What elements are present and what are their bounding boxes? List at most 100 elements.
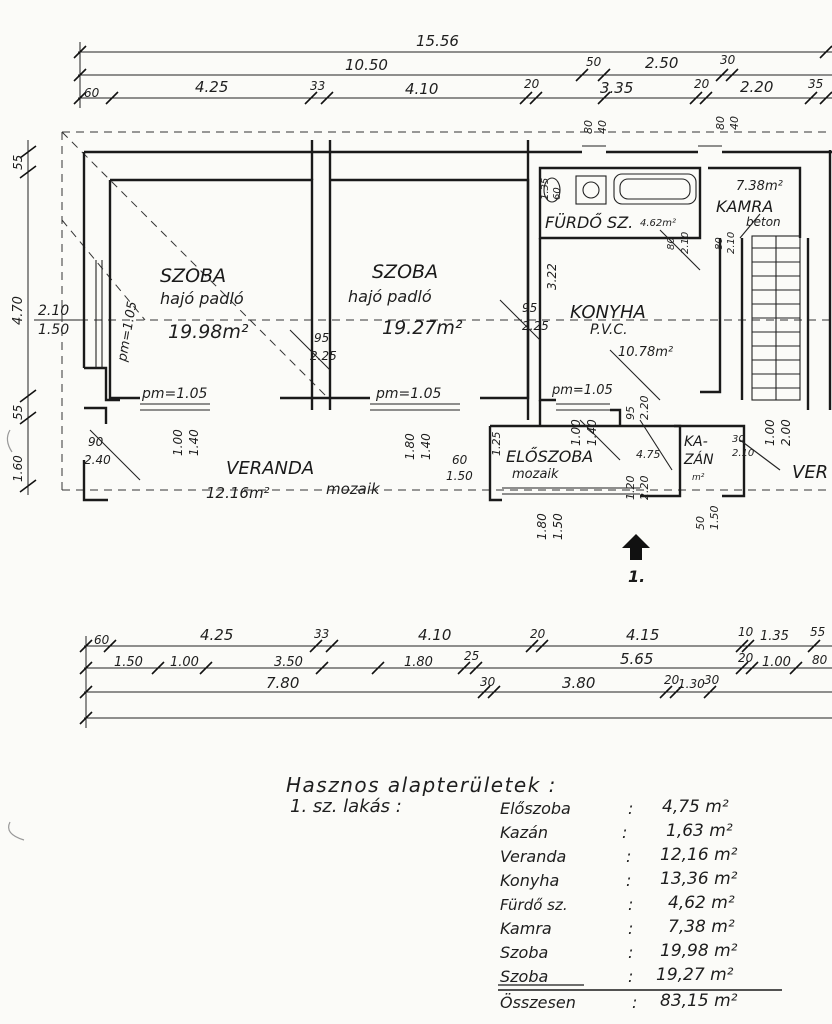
- summary-row-sep: :: [628, 943, 633, 962]
- punch-mark: [6, 429, 13, 453]
- dim-bot-55: 55: [810, 625, 825, 639]
- dim-60b: 60: [552, 187, 563, 200]
- left-dimension-chain: 55 4.70 2.10 1.50 55 1.60: [11, 140, 80, 495]
- summary-row: Kamra : 7,38 m²: [500, 917, 735, 938]
- summary-row-label: Veranda: [500, 847, 566, 866]
- dim-top-20a: 20: [524, 77, 540, 91]
- summary-row: Előszoba : 4,75 m²: [500, 797, 729, 818]
- summary-row-label: Kazán: [500, 823, 548, 842]
- walls: [82, 140, 832, 502]
- summary-row: Konyha : 13,36 m²: [500, 869, 738, 890]
- dim-bot-33: 33: [314, 627, 329, 641]
- dim-kamra-80: 80: [714, 237, 725, 250]
- summary-row-value: 19,98 m²: [660, 941, 738, 961]
- summary-row-value: 12,16 m²: [660, 845, 738, 865]
- dim-bot-7-80: 7.80: [266, 674, 299, 692]
- dim-40: 40: [596, 120, 609, 134]
- dim-bot-1-80: 1.80: [404, 655, 433, 670]
- dim-50: 50: [694, 516, 707, 530]
- top-ticks: [73, 45, 832, 105]
- dim-180a: 1.80: [403, 433, 417, 460]
- summary-row-sep: :: [622, 823, 627, 842]
- dim-100c: 1.00: [763, 419, 777, 446]
- summary-row-sep: :: [628, 799, 633, 818]
- roof-outline: [61, 131, 832, 491]
- dim-140c: 1.40: [585, 419, 599, 446]
- dim-240: 2.40: [84, 453, 111, 467]
- dim-120: 1.20: [624, 476, 637, 501]
- dim-30: 30: [732, 434, 745, 445]
- bath-fixtures: [543, 173, 697, 205]
- entrance-arrow-icon: [622, 534, 650, 560]
- room-floor: P.V.C.: [590, 322, 628, 338]
- summary-row: Veranda : 12,16 m²: [500, 845, 738, 866]
- dim-top-33: 33: [310, 79, 325, 93]
- dim-100a: 1.00: [171, 429, 185, 456]
- summary-total-sep: :: [632, 993, 637, 1012]
- dim-210: 2.10: [732, 448, 754, 459]
- room-floor: hajó padló: [348, 287, 432, 306]
- dim-bot-1-35: 1.35: [760, 629, 789, 644]
- dim-left-55b: 55: [11, 405, 25, 420]
- room-area: 10.78m²: [618, 345, 673, 360]
- summary-total-label: Összesen: [500, 993, 576, 1012]
- dim-100b: 1.00: [569, 419, 583, 446]
- summary-row-sep: :: [628, 895, 633, 914]
- summary-row-sep: :: [628, 919, 633, 938]
- room-szoba-1: SZOBA hajó padló 19.98m²: [160, 265, 249, 343]
- dim-bot-4-25: 4.25: [200, 626, 233, 644]
- dim-225b: 2.25: [522, 319, 549, 333]
- dim-bot-1-50: 1.50: [114, 655, 143, 670]
- room-furdo: FÜRDŐ SZ. 4.62m²: [545, 212, 676, 232]
- summary-row-label: Kamra: [500, 919, 552, 938]
- dim-180b: 1.80: [535, 513, 549, 540]
- room-area: 12.16m²: [206, 484, 270, 502]
- room-area: m²: [692, 473, 705, 483]
- dim-bot-80: 80: [812, 653, 828, 667]
- dim-bot-1-00: 1.00: [170, 655, 199, 670]
- dim-125: 1.25: [490, 432, 503, 457]
- dim-furdo-80: 80: [666, 237, 677, 250]
- room-veranda-partial: VER: [792, 462, 828, 483]
- room-name: VERANDA: [226, 458, 314, 479]
- dim-left-2-10: 2.10: [38, 303, 69, 319]
- summary-row-label: Szoba: [500, 943, 548, 962]
- dim-80b: 80: [714, 116, 727, 130]
- summary-row-value: 7,38 m²: [668, 917, 735, 937]
- summary-row-value: 1,63 m²: [666, 821, 733, 841]
- dim-135: 1.35: [540, 178, 551, 200]
- windows: [95, 145, 722, 495]
- dim-40b: 40: [728, 116, 741, 130]
- dim-left-55a: 55: [11, 155, 25, 170]
- dim-bot-30b: 30: [704, 673, 720, 687]
- dim-60: 60: [452, 453, 468, 467]
- room-area: 7.38m²: [736, 179, 783, 194]
- summary-row: Szoba : 19,27 m²: [500, 965, 734, 986]
- room-eloszoba: ELŐSZOBA mozaik 4.75: [506, 446, 661, 482]
- room-area: 4.62m²: [640, 218, 676, 229]
- punch-mark: [8, 821, 25, 841]
- dim-bot-3-50: 3.50: [274, 655, 303, 670]
- room-floor: mozaik: [326, 480, 381, 498]
- summary-row-value: 13,36 m²: [660, 869, 738, 889]
- dim-322: 3.22: [545, 263, 559, 290]
- area-summary: Hasznos alapterületek : 1. sz. lakás : E…: [286, 773, 782, 1012]
- dim-top-10-50: 10.50: [345, 56, 388, 74]
- room-name: SZOBA: [372, 261, 438, 283]
- room-area: 19.27m²: [382, 317, 463, 339]
- room-area: 19.98m²: [168, 321, 249, 343]
- dim-top-30: 30: [720, 53, 736, 67]
- dim-bot-1-30: 1.30: [678, 677, 705, 691]
- room-name: SZOBA: [160, 265, 226, 287]
- dim-top-60: 60: [84, 86, 100, 100]
- summary-row-sep: :: [628, 967, 633, 986]
- summary-subtitle: 1. sz. lakás :: [290, 796, 402, 817]
- dim-225a: 2.25: [310, 349, 337, 363]
- dim-bot-60: 60: [94, 633, 110, 647]
- summary-row: Fürdő sz. : 4,62 m²: [500, 893, 735, 914]
- dim-140a: 1.40: [187, 429, 201, 456]
- summary-row-sep: :: [626, 847, 631, 866]
- summary-row-label: Előszoba: [500, 799, 571, 818]
- dim-bot-4-10: 4.10: [418, 626, 451, 644]
- dim-bot-4-15: 4.15: [626, 626, 659, 644]
